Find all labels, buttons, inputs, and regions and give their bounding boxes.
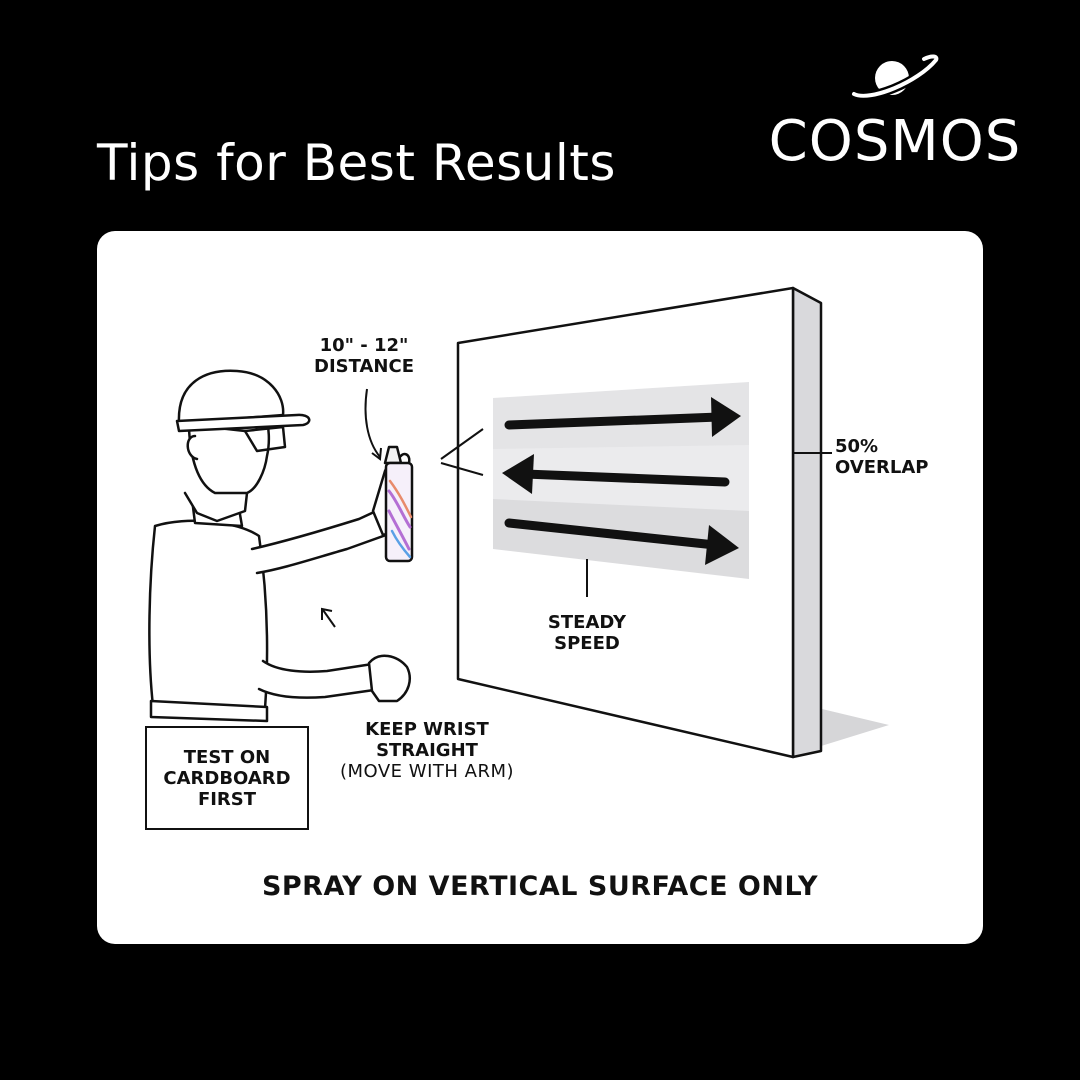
test-cardboard-box: TEST ON CARDBOARD FIRST: [145, 726, 309, 830]
spray-cone: [440, 428, 484, 476]
spray-technique-illustration: [148, 286, 889, 759]
worker-figure: [148, 369, 414, 723]
distance-pointer-icon: [364, 388, 382, 461]
page-title: Tips for Best Results: [97, 134, 616, 192]
cursor-arrow-icon: [321, 607, 336, 628]
arrow-right-bottom-icon: [504, 518, 739, 565]
wall-shadow: [805, 709, 889, 751]
distance-label: 10" - 12" DISTANCE: [314, 335, 414, 377]
vertical-surface-note: SPRAY ON VERTICAL SURFACE ONLY: [261, 871, 819, 902]
brand-logo: COSMOS: [760, 50, 1030, 180]
arrow-right-top-icon: [504, 397, 741, 437]
tips-card: 10" - 12" DISTANCE 50% OVERLAP STEADY SP…: [97, 231, 983, 944]
steady-speed-label: STEADY SPEED: [547, 612, 627, 654]
wall-side: [791, 286, 823, 759]
planet-ring-icon: [849, 52, 941, 101]
overlap-label: 50% OVERLAP: [835, 436, 929, 478]
wrist-tip-label: KEEP WRIST STRAIGHT (MOVE WITH ARM): [339, 719, 515, 782]
arrow-left-middle-icon: [502, 454, 730, 494]
brand-name: COSMOS: [768, 109, 1022, 174]
